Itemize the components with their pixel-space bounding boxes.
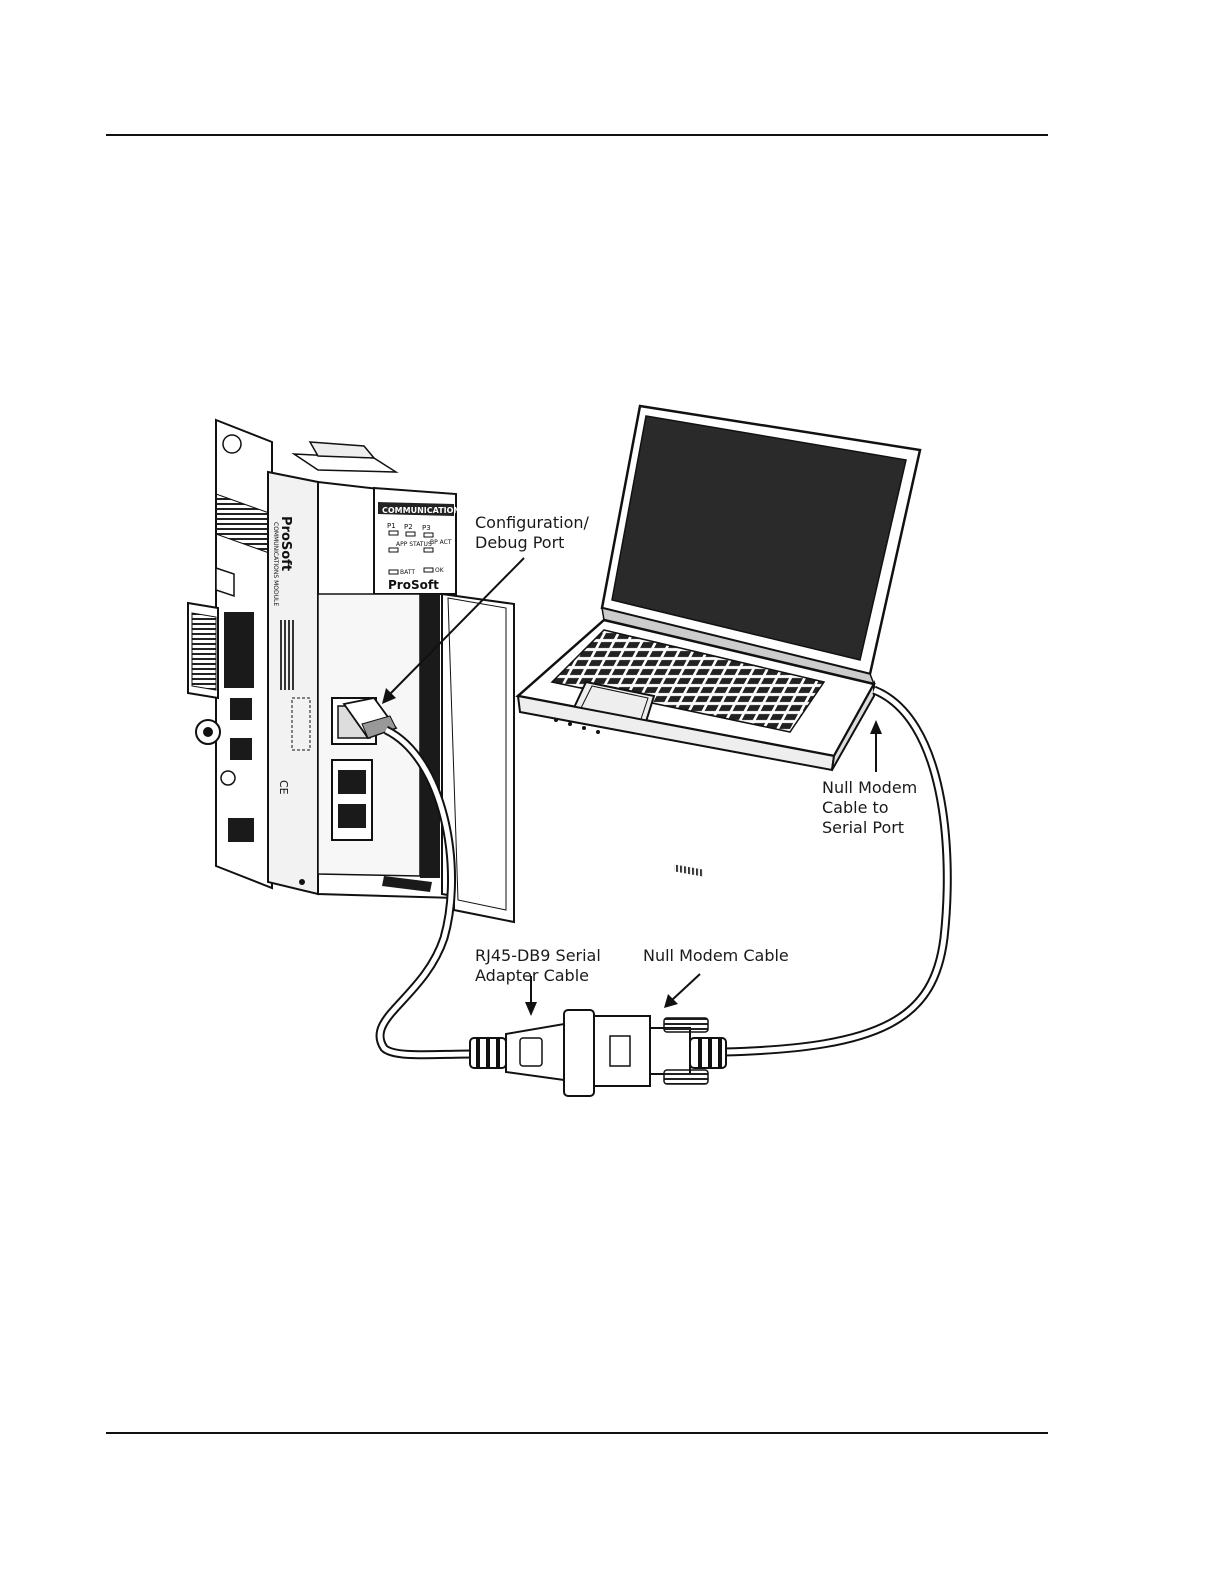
led-app-status-label: APP STATUS xyxy=(396,541,432,548)
module-side-text: COMMUNICATIONS MODULE xyxy=(272,522,279,606)
led-p1-label: P1 xyxy=(387,522,396,530)
callout-rj45-adapter: RJ45-DB9 Serial Adapter Cable xyxy=(475,946,601,986)
panel-title-label: COMMUNICATIONS xyxy=(382,506,466,515)
diagram-drawing: COMMUNICATIONS P1 P2 P3 APP STATUS BP AC… xyxy=(184,398,954,1104)
ce-mark: CE xyxy=(277,780,290,795)
callout-null-modem-serial-port: Null Modem Cable to Serial Port xyxy=(822,778,917,838)
communications-module xyxy=(188,420,514,922)
brand-side-logo: ProSoft xyxy=(278,516,293,571)
led-ok-label: OK xyxy=(435,567,445,574)
led-p3-label: P3 xyxy=(422,524,431,532)
callout-null-modem-cable: Null Modem Cable xyxy=(643,946,789,966)
brand-front-logo: ProSoft xyxy=(388,578,439,592)
led-bp-act-label: BP ACT xyxy=(430,539,452,546)
header-rule xyxy=(106,134,1048,136)
callout-config-debug-port: Configuration/ Debug Port xyxy=(475,513,589,553)
led-p2-label: P2 xyxy=(404,523,413,531)
footer-rule xyxy=(106,1432,1048,1434)
led-batt-label: BATT xyxy=(400,569,415,576)
connection-diagram: COMMUNICATIONS P1 P2 P3 APP STATUS BP AC… xyxy=(184,398,954,1104)
